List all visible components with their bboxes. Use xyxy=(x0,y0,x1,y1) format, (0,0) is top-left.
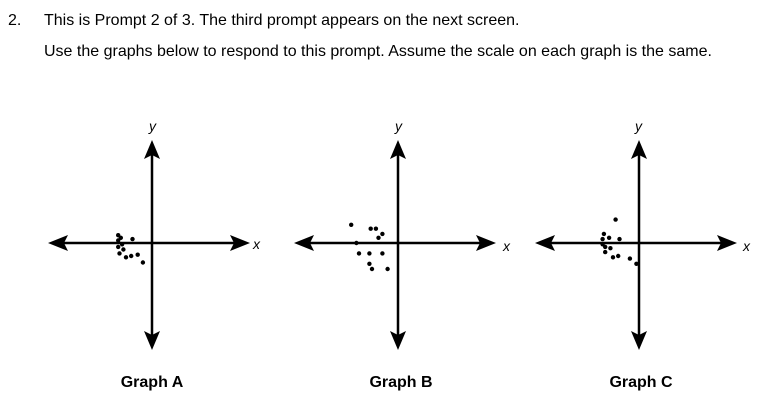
graph-b: y x xyxy=(286,112,516,362)
data-point xyxy=(356,251,362,256)
data-point xyxy=(608,246,613,251)
graph-a-plot: y x xyxy=(48,118,261,350)
data-point xyxy=(601,231,607,237)
graph-a-axes xyxy=(48,140,250,350)
data-point xyxy=(617,236,622,242)
data-point xyxy=(600,236,605,242)
graph-c-title: Graph C xyxy=(609,374,673,391)
data-point xyxy=(116,244,121,250)
x-axis-left-arrow xyxy=(48,235,68,251)
data-point xyxy=(380,231,385,237)
y-axis-top-arrow xyxy=(390,140,406,159)
data-point xyxy=(367,261,372,266)
x-axis-label: x xyxy=(742,238,751,254)
data-point xyxy=(121,247,126,252)
graph-c-points xyxy=(600,217,639,266)
data-point xyxy=(385,266,390,272)
graph-b-plot: y x xyxy=(294,118,511,350)
x-axis-right-arrow xyxy=(230,235,250,251)
y-axis-label: y xyxy=(148,118,157,134)
graph-c-plot: y x xyxy=(535,118,751,350)
data-point xyxy=(130,236,135,242)
data-point xyxy=(119,242,125,247)
x-axis-right-arrow xyxy=(476,235,496,251)
y-axis-bottom-arrow xyxy=(631,331,647,350)
prompt-instruction-text: Use the graphs below to respond to this … xyxy=(44,43,712,60)
y-axis-top-arrow xyxy=(144,140,160,159)
x-axis-label: x xyxy=(502,238,511,254)
data-point xyxy=(373,226,379,231)
graph-c: y x xyxy=(527,112,757,362)
x-axis-left-arrow xyxy=(294,235,314,251)
data-point xyxy=(634,261,639,266)
graph-c-axes xyxy=(535,140,737,350)
data-point xyxy=(116,238,121,243)
data-point xyxy=(135,252,140,257)
graph-a: y x xyxy=(40,112,270,362)
data-point xyxy=(606,235,612,240)
data-point xyxy=(369,266,375,272)
graph-a-points xyxy=(116,233,146,265)
data-point xyxy=(368,226,373,231)
y-axis-bottom-arrow xyxy=(144,331,160,350)
y-axis-top-arrow xyxy=(631,140,647,159)
graph-b-axes xyxy=(294,140,496,350)
y-axis-label: y xyxy=(394,118,403,134)
x-axis-right-arrow xyxy=(717,235,737,251)
graph-b-title: Graph B xyxy=(369,374,433,391)
data-point xyxy=(129,253,134,259)
y-axis-label: y xyxy=(634,118,643,134)
data-point xyxy=(380,251,385,256)
question-number: 2. xyxy=(8,12,22,29)
data-point xyxy=(367,251,372,256)
y-axis-bottom-arrow xyxy=(390,331,406,350)
graph-b-points xyxy=(349,222,390,272)
data-point xyxy=(349,222,354,227)
data-point xyxy=(627,256,633,261)
data-point xyxy=(354,240,359,246)
data-point xyxy=(117,251,122,256)
x-axis-left-arrow xyxy=(535,235,555,251)
prompt-intro-text: This is Prompt 2 of 3. The third prompt … xyxy=(44,12,520,29)
data-point xyxy=(613,217,618,222)
data-point xyxy=(610,255,616,260)
data-point xyxy=(140,260,146,265)
data-point xyxy=(600,242,605,247)
graph-a-title: Graph A xyxy=(120,374,184,391)
data-point xyxy=(616,253,621,259)
x-axis-label: x xyxy=(252,236,261,252)
data-point xyxy=(376,235,381,240)
data-point xyxy=(123,255,129,260)
data-point xyxy=(603,249,608,255)
